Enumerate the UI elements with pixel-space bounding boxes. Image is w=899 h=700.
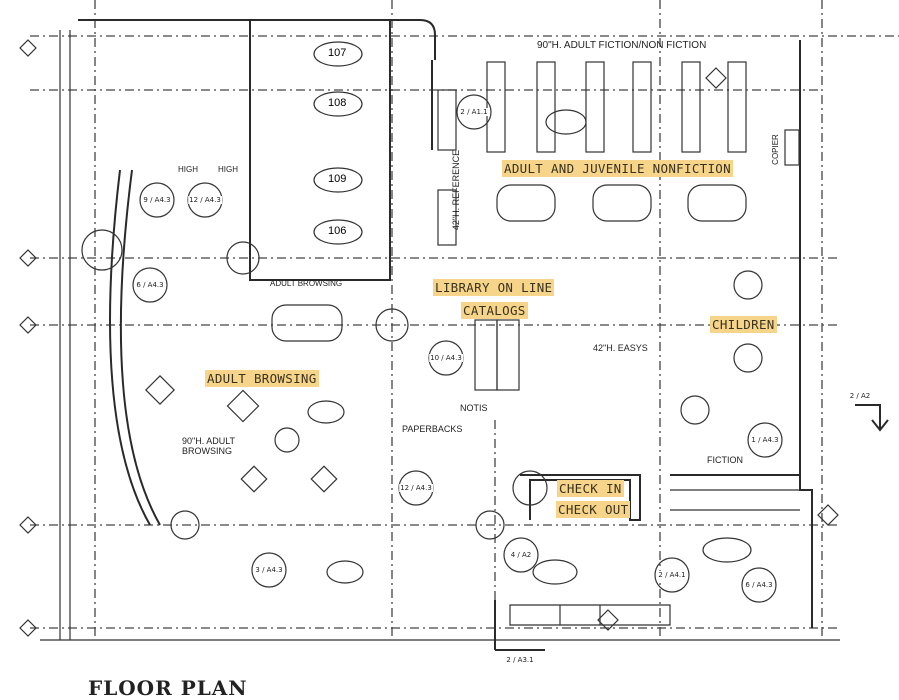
- room-number: 109: [328, 173, 347, 185]
- section-tag: 4 / A2: [509, 551, 533, 559]
- note-high: HIGH: [218, 165, 238, 174]
- shelving-units: [437, 61, 800, 246]
- grid-lines: [30, 0, 899, 641]
- section-tag: 3 / A4.3: [254, 566, 284, 574]
- zone-label-catalogs-line2: CATALOGS: [461, 302, 528, 319]
- section-tag: 6 / A4.3: [135, 281, 165, 289]
- note-high: HIGH: [178, 165, 198, 174]
- zone-label-check-out: CHECK OUT: [556, 501, 631, 518]
- walls: [78, 19, 813, 651]
- grid-markers: [19, 39, 839, 637]
- zone-label-nonfiction: ADULT AND JUVENILE NONFICTION: [502, 160, 733, 177]
- note-adult-browsing-shelf: 90"H. ADULT BROWSING: [182, 436, 235, 456]
- section-tag: 9 / A4.3: [142, 196, 172, 204]
- section-tag: 12 / A4.3: [399, 484, 433, 492]
- note-line: BROWSING: [182, 446, 233, 456]
- zone-label-children: CHILDREN: [710, 316, 777, 333]
- zone-label-check-in: CHECK IN: [557, 480, 624, 497]
- note-reference: 42"H. REFERENCE: [451, 149, 462, 231]
- note-copier: COPIER: [770, 134, 780, 165]
- note-paperbacks: PAPERBACKS: [402, 424, 463, 434]
- section-tag: 2 / A1.1: [459, 108, 489, 116]
- note-fiction-shelves: 90"H. ADULT FICTION/NON FICTION: [537, 40, 707, 51]
- room-number: 107: [328, 47, 347, 59]
- section-tag: 12 / A4.3: [188, 196, 222, 204]
- section-tag: 10 / A4.3: [429, 354, 463, 362]
- section-tag: 2 / A3.1: [505, 656, 535, 664]
- room-number: 106: [328, 225, 347, 237]
- tables: [145, 184, 763, 493]
- plan-title: FLOOR PLAN: [88, 676, 248, 700]
- section-tag: 2 / A4.1: [657, 571, 687, 579]
- section-tag: 1 / A4.3: [750, 436, 780, 444]
- section-tag: 6 / A4.3: [744, 581, 774, 589]
- note-notis: NOTIS: [460, 403, 488, 413]
- zone-label-adult-browsing: ADULT BROWSING: [205, 370, 319, 387]
- note-adult-browsing-small: ADULT BROWSING: [270, 279, 343, 288]
- note-easys: 42"H. EASYS: [593, 343, 648, 353]
- section-tag: 2 / A2: [848, 392, 872, 400]
- room-number: 108: [328, 97, 347, 109]
- zone-label-catalogs-line1: LIBRARY ON LINE: [433, 279, 555, 296]
- note-fiction: FICTION: [707, 455, 743, 465]
- room-numbers: [313, 41, 363, 245]
- section-tags: [81, 94, 889, 603]
- note-line: 90"H. ADULT: [182, 436, 236, 446]
